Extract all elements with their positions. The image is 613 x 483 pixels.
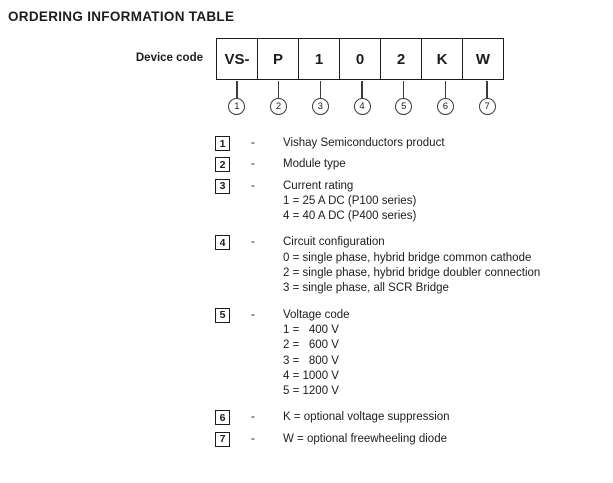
device-code-segment-1: VS- [224, 50, 250, 68]
connector-line [402, 81, 405, 98]
pointer-4: 4 [341, 81, 383, 115]
connector-line [444, 81, 447, 98]
position-circle-1: 1 [228, 98, 246, 115]
legend-row-7: 7 - W = optional freewheeling diode [215, 431, 607, 447]
position-circle-5: 5 [395, 98, 413, 115]
legend-dash: - [251, 179, 255, 192]
legend-number-box-4: 4 [215, 235, 230, 251]
legend-option: 2 = single phase, hybrid bridge doubler … [283, 267, 541, 280]
legend-row-4: 4 - Circuit configuration 0 = single pha… [215, 235, 607, 301]
legend-title-5: Voltage code [283, 308, 350, 321]
position-circle-3: 3 [311, 98, 329, 115]
legend-options-5: 1 = 400 V 2 = 600 V 3 = 800 V 4 = 1000 V… [283, 323, 350, 399]
legend-title-7: W = optional freewheeling diode [283, 432, 447, 445]
position-circle-4: 4 [353, 98, 371, 115]
legend-dash: - [251, 137, 255, 149]
legend-dash: - [251, 411, 255, 424]
legend-number-box-1: 1 [215, 136, 230, 151]
legend-option: 5 = 1200 V [283, 385, 339, 398]
position-pointers: 1 2 3 4 5 6 7 [216, 81, 508, 115]
legend-dash: - [251, 158, 255, 171]
legend-title-2: Module type [283, 158, 346, 171]
legend-option: 1 = 400 V [283, 323, 339, 336]
legend-row-2: 2 - Module type [215, 157, 607, 173]
connector-line [236, 81, 238, 98]
position-circle-7: 7 [478, 98, 496, 115]
legend-title-6: K = optional voltage suppression [283, 411, 450, 424]
legend-row-5: 5 - Voltage code 1 = 400 V 2 = 600 V 3 =… [215, 307, 607, 405]
legend-option: 3 = 800 V [283, 354, 339, 367]
device-code-segment-4: 0 [339, 39, 380, 79]
connector-line [319, 81, 322, 98]
device-code-boxes: VS- P 1 0 2 K W [216, 38, 504, 80]
pointer-2: 2 [258, 81, 300, 115]
legend-number-box-2: 2 [215, 157, 230, 173]
legend-option: 4 = 1000 V [283, 369, 339, 382]
legend: 1 - Vishay Semiconductors product 2 - Mo… [215, 136, 607, 453]
legend-dash: - [251, 308, 255, 321]
legend-title-3: Current rating [283, 179, 354, 192]
legend-row-1: 1 - Vishay Semiconductors product [215, 136, 607, 151]
device-code-segment-3: 1 [298, 39, 339, 79]
legend-option: 0 = single phase, hybrid bridge common c… [283, 251, 532, 264]
legend-title-4: Circuit configuration [283, 236, 385, 249]
legend-options-3: 1 = 25 A DC (P100 series) 4 = 40 A DC (P… [283, 194, 416, 225]
device-code-segment-2: P [257, 39, 298, 79]
legend-number-box-7: 7 [215, 431, 230, 447]
pointer-3: 3 [299, 81, 341, 115]
legend-dash: - [251, 432, 255, 445]
connector-line [486, 81, 488, 98]
legend-number-box-5: 5 [215, 307, 230, 323]
legend-option: 1 = 25 A DC (P100 series) [283, 194, 417, 207]
legend-row-3: 3 - Current rating 1 = 25 A DC (P100 ser… [215, 178, 607, 230]
pointer-1: 1 [216, 81, 258, 115]
pointer-7: 7 [466, 81, 508, 115]
legend-options-4: 0 = single phase, hybrid bridge common c… [283, 251, 540, 297]
device-code-segment-7: W [462, 39, 503, 79]
device-code-segment-5: 2 [380, 39, 421, 79]
connector-line [277, 81, 280, 98]
legend-row-6: 6 - K = optional voltage suppression [215, 410, 607, 426]
page-title: ORDERING INFORMATION TABLE [8, 9, 235, 24]
position-circle-6: 6 [436, 98, 454, 115]
connector-line [361, 81, 363, 98]
legend-dash: - [251, 236, 255, 249]
legend-option: 3 = single phase, all SCR Bridge [283, 282, 449, 295]
pointer-6: 6 [425, 81, 467, 115]
device-code-label: Device code [135, 52, 203, 64]
device-code-segment-6: K [421, 39, 462, 79]
legend-option: 2 = 600 V [283, 339, 339, 352]
legend-title-1: Vishay Semiconductors product [283, 137, 445, 149]
position-circle-2: 2 [270, 98, 288, 115]
legend-option: 4 = 40 A DC (P400 series) [283, 210, 417, 223]
legend-number-box-6: 6 [215, 410, 230, 426]
pointer-5: 5 [383, 81, 425, 115]
legend-number-box-3: 3 [215, 178, 230, 194]
